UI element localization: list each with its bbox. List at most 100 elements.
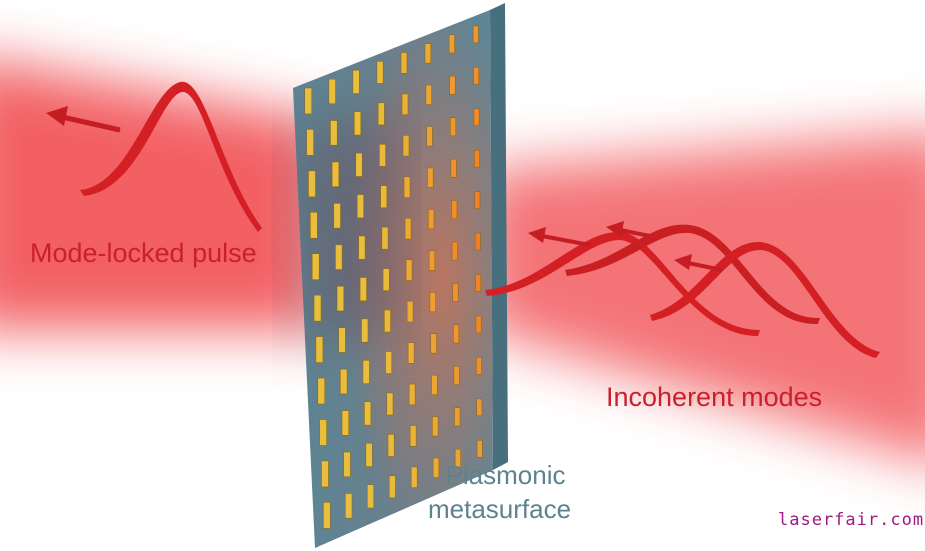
- nanoantenna-bar: [402, 135, 410, 157]
- nanoantenna-bar: [453, 365, 460, 385]
- nanoantenna-bar: [475, 274, 482, 292]
- nanoantenna-bar: [381, 226, 389, 250]
- nanoantenna-bar: [476, 357, 482, 375]
- nanoantenna-bar: [474, 232, 481, 251]
- input-beam: [480, 132, 925, 460]
- nanoantenna-bar: [330, 120, 338, 146]
- nanoantenna-bar: [424, 43, 432, 64]
- nanoantenna-bar: [308, 170, 316, 198]
- nanoantenna-bar: [405, 259, 413, 281]
- nanoantenna-bar: [454, 448, 461, 468]
- nanoantenna-bar: [310, 211, 318, 239]
- input-arrow-3: [687, 261, 723, 272]
- nanoantenna-bar: [379, 143, 386, 167]
- nanoantenna-bar: [428, 250, 436, 271]
- nanoantenna-bar: [344, 493, 353, 519]
- nanoantenna-bar: [387, 434, 395, 457]
- nanoantenna-bar: [313, 294, 322, 322]
- nanoantenna-bar: [323, 502, 331, 529]
- nanoantenna-bar: [473, 108, 480, 126]
- nanoantenna-bar: [425, 84, 432, 105]
- nanoantenna-bar: [388, 475, 396, 499]
- nanoantenna-bar: [427, 209, 435, 230]
- nanoantenna-bar: [476, 440, 483, 458]
- nanoantenna-bar: [331, 161, 340, 187]
- nanoantenna-bar: [365, 442, 373, 467]
- nanoantenna-bar: [474, 191, 481, 209]
- nanoantenna-bar: [366, 484, 375, 509]
- nanoantenna-bar: [317, 377, 326, 405]
- nanoantenna-bar: [409, 425, 417, 447]
- nanoantenna-bar: [449, 117, 457, 137]
- nanoantenna-bar: [473, 67, 480, 85]
- nanoantenna-bar: [403, 176, 411, 198]
- nanoantenna-bar: [451, 241, 458, 261]
- nanoantenna-bar: [408, 383, 416, 406]
- nanoantenna-bar: [333, 203, 341, 229]
- nanoantenna-bar: [451, 200, 458, 220]
- nanoantenna-bar: [340, 368, 348, 395]
- nanoantenna-array: [304, 25, 483, 529]
- nanoantenna-bar: [404, 217, 412, 240]
- nanoantenna-bar: [430, 333, 437, 354]
- nanoantenna-bar: [432, 416, 439, 437]
- nanoantenna-bar: [407, 342, 415, 364]
- metasurface-label-line2: metasurface: [428, 494, 572, 524]
- nanoantenna-bar: [341, 410, 350, 436]
- nanoantenna-bar: [355, 152, 363, 177]
- nanoantenna-bar: [306, 129, 314, 156]
- nanoantenna-bar: [352, 69, 360, 94]
- output-beam: [0, 62, 320, 330]
- input-arrow-2: [619, 228, 651, 238]
- nanoantenna-bar: [361, 318, 369, 343]
- nanoantenna-bar: [400, 52, 408, 74]
- nanoantenna-bar: [356, 194, 364, 219]
- nanoantenna-bar: [328, 78, 336, 105]
- nanoantenna-bar: [362, 360, 370, 385]
- nanoantenna-bar: [321, 460, 329, 488]
- input-arrowhead-1: [528, 227, 546, 243]
- nanoantenna-bar: [406, 300, 414, 323]
- nanoantenna-bar: [472, 25, 479, 44]
- nanoantenna-bar: [354, 111, 362, 136]
- nanoantenna-bar: [452, 283, 459, 302]
- nanoantenna-bar: [359, 277, 367, 302]
- nanoantenna-bar: [432, 457, 440, 478]
- metasurface-shadow: [293, 110, 400, 345]
- nanoantenna-bar: [319, 419, 327, 446]
- nanoantenna-bar: [382, 268, 390, 291]
- nanoantenna-bar: [449, 75, 456, 95]
- nanoantenna-bar: [377, 102, 385, 126]
- nanoantenna-bar: [380, 185, 388, 209]
- nanoantenna-bar: [401, 93, 409, 116]
- incoherent-modes-label: Incoherent modes: [606, 382, 823, 412]
- nanoantenna-bar: [474, 149, 480, 168]
- nanoantenna-bar: [376, 61, 384, 84]
- nanoantenna-bar: [335, 244, 343, 270]
- output-arrowhead: [46, 106, 68, 126]
- incoherent-mode-ribbon-3: [650, 241, 880, 358]
- nanoantenna-bar: [448, 34, 455, 54]
- nanoantenna-bar: [315, 336, 324, 363]
- metasurface-label-line1: Plasmonic: [445, 460, 566, 490]
- output-arrow: [61, 114, 121, 133]
- metasurface-edge: [490, 3, 508, 470]
- nanoantenna-bar: [358, 235, 366, 260]
- input-arrowhead-2: [606, 221, 624, 237]
- nanoantenna-bar: [475, 315, 482, 334]
- nanoantenna-bar: [410, 466, 418, 489]
- nanoantenna-bar: [454, 407, 461, 427]
- incoherent-mode-ribbon-1: [485, 231, 760, 336]
- watermark: laserfair.com: [778, 510, 925, 530]
- nanoantenna-bar: [364, 401, 372, 426]
- input-arrow-1: [541, 234, 591, 247]
- nanoantenna-bar: [386, 392, 394, 416]
- nanoantenna-bar: [304, 87, 313, 115]
- nanoantenna-bar: [426, 126, 433, 147]
- nanoantenna-bar: [429, 291, 436, 313]
- mode-locked-pulse-label: Mode-locked pulse: [30, 238, 257, 268]
- nanoantenna-bar: [383, 309, 391, 333]
- nanoantenna-bar: [338, 327, 346, 353]
- nanoantenna-bar: [453, 324, 460, 344]
